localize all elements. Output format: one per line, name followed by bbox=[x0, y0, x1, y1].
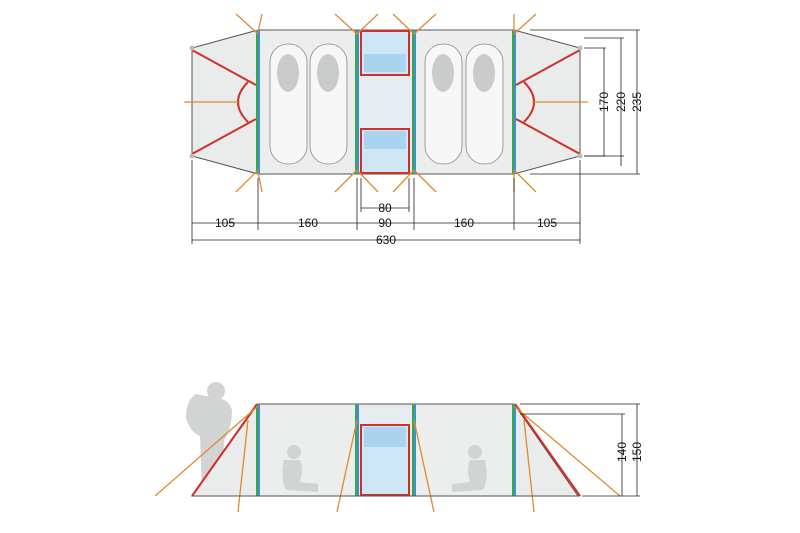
center-door-bottom-window bbox=[364, 131, 406, 149]
dim-140-side: 140 bbox=[615, 442, 629, 462]
side-view bbox=[154, 382, 621, 513]
pillows bbox=[277, 54, 495, 92]
side-left-room bbox=[257, 403, 358, 497]
dim-160-right: 160 bbox=[454, 216, 474, 230]
center-door-top-window bbox=[364, 54, 406, 72]
dim-160-left: 160 bbox=[298, 216, 318, 230]
side-door-window bbox=[364, 427, 406, 447]
poles bbox=[256, 30, 516, 174]
dim-105-right: 105 bbox=[537, 216, 557, 230]
stakes bbox=[189, 45, 583, 159]
dim-150-side: 150 bbox=[630, 442, 644, 462]
dim-90-center: 90 bbox=[378, 216, 392, 230]
top-dimension-labels: 105 160 90 160 105 80 630 170 220 235 bbox=[215, 92, 644, 247]
side-poles bbox=[191, 403, 581, 497]
side-dimension-labels: 140 150 bbox=[615, 442, 644, 462]
dim-80-inner: 80 bbox=[378, 201, 392, 215]
top-dimension-lines bbox=[191, 29, 640, 244]
side-right-room bbox=[413, 403, 515, 497]
dim-220-height: 220 bbox=[614, 92, 628, 112]
guy-lines-side bbox=[154, 405, 621, 513]
guy-lines-top bbox=[184, 13, 588, 193]
dim-170-height: 170 bbox=[597, 92, 611, 112]
dim-630-total: 630 bbox=[376, 233, 396, 247]
seated-people bbox=[282, 445, 487, 492]
side-dimension-lines bbox=[520, 403, 640, 497]
top-view-floorplan bbox=[184, 13, 588, 193]
dim-235-height: 235 bbox=[630, 92, 644, 112]
dim-105-left: 105 bbox=[215, 216, 235, 230]
